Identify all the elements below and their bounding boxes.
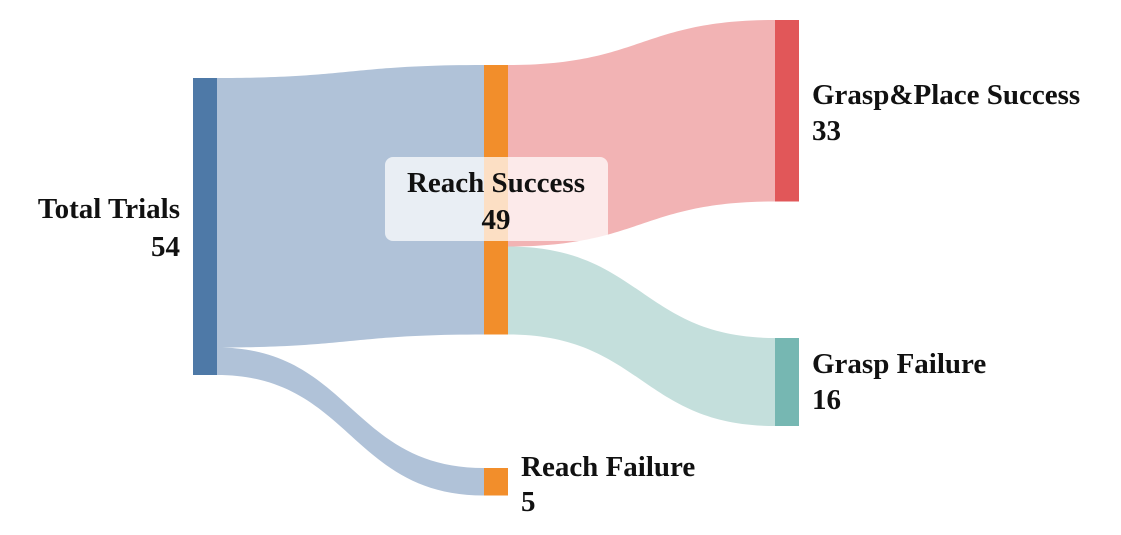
node-reach_failure [484,468,508,496]
node-label-reach-failure: Reach Failure [521,451,695,483]
link-total-to-reach_failure [217,347,484,496]
node-label-reach-success: Reach Success [407,167,585,199]
label-background-reach-success [385,157,608,241]
node-total [193,78,217,375]
node-grasp_place_success [775,20,799,202]
node-value-total: 54 [151,231,180,263]
node-label-grasp-failure: Grasp Failure [812,348,986,380]
link-total-to-reach_success [217,65,484,348]
node-value-grasp-failure: 16 [812,384,841,416]
node-grasp_failure [775,338,799,426]
node-value-reach-success: 49 [482,204,511,236]
node-value-grasp-place-success: 33 [812,115,841,147]
node-label-total: Total Trials [38,193,180,225]
node-label-grasp-place-success: Grasp&Place Success [812,79,1080,111]
node-value-reach-failure: 5 [521,486,536,518]
link-reach_success-to-grasp_failure [508,246,775,426]
